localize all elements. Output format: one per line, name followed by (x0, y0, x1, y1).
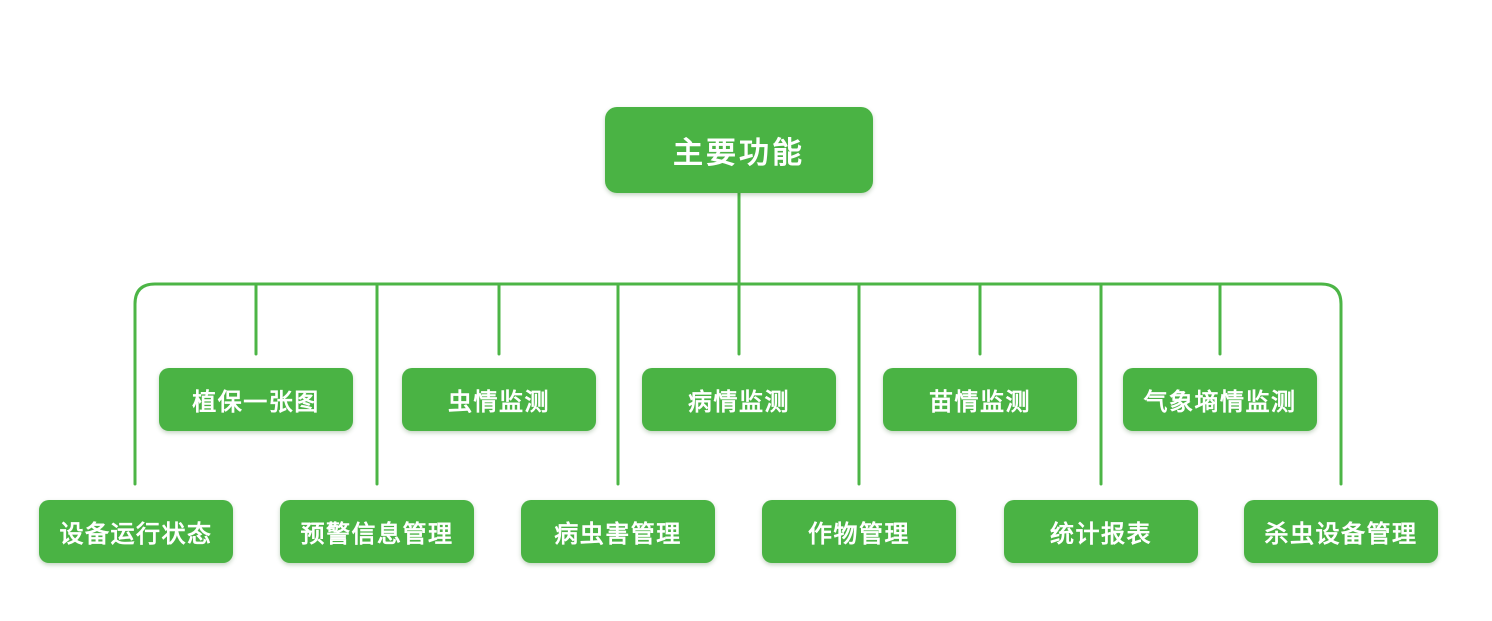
connector-short-drops (254, 282, 1222, 356)
node-plant-protection-map: 植保一张图 (159, 368, 353, 431)
node-weather-soil-moisture-monitoring: 气象墒情监测 (1123, 368, 1317, 431)
node-seedling-monitoring: 苗情监测 (883, 368, 1077, 431)
node-disease-monitoring: 病情监测 (642, 368, 836, 431)
node-pest-disease-management: 病虫害管理 (521, 500, 715, 563)
node-insect-killing-device-management: 杀虫设备管理 (1244, 500, 1438, 563)
node-warning-info-management: 预警信息管理 (280, 500, 474, 563)
node-device-running-status: 设备运行状态 (39, 500, 233, 563)
node-statistics-report: 统计报表 (1004, 500, 1198, 563)
node-crop-management: 作物管理 (762, 500, 956, 563)
connector-long-drops (375, 282, 1103, 486)
node-insect-monitoring: 虫情监测 (402, 368, 596, 431)
node-main-functions: 主要功能 (605, 107, 873, 193)
